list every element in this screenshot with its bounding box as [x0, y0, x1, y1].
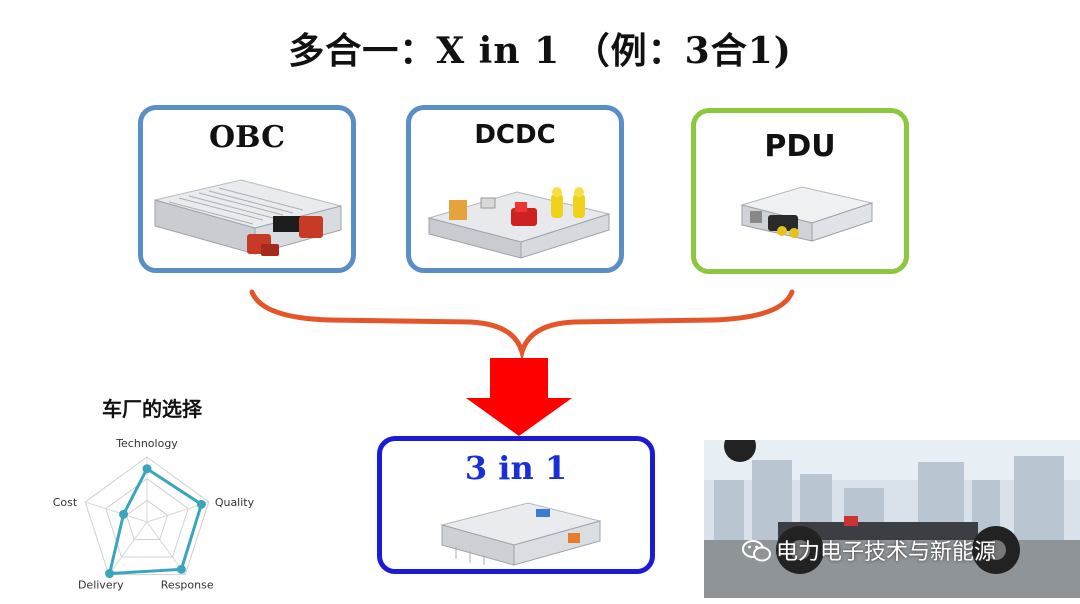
radar-grid-ring: [84, 456, 210, 576]
pdu-module-box: PDU: [691, 108, 909, 274]
watermark-text: 电力电子技术与新能源: [776, 540, 997, 565]
radar-point-technology: [142, 464, 152, 474]
three-in-one-device-image: [440, 502, 602, 566]
down-arrow-icon: [466, 358, 572, 436]
dcdc-label: DCDC: [474, 120, 556, 150]
pdu-device-image: [740, 186, 874, 242]
radar-axis-line: [108, 521, 148, 575]
dcdc-device-image: [427, 187, 611, 259]
radar-axis-label-cost: Cost: [53, 496, 78, 509]
obc-module-box: OBC: [138, 105, 356, 273]
radar-grid-ring: [125, 499, 169, 541]
radar-point-response: [176, 564, 186, 574]
radar-chart-title: 车厂的选择: [102, 397, 202, 421]
page-title: 多合一：X in 1 （例：3合1): [288, 30, 792, 72]
curly-brace: [249, 289, 795, 362]
radar-grid-ring: [105, 478, 189, 558]
radar-point-cost: [119, 509, 129, 519]
radar-point-delivery: [105, 569, 115, 579]
radar-axis-label-quality: Quality: [215, 496, 255, 509]
obc-device-image: [154, 179, 342, 256]
obc-label: OBC: [209, 120, 285, 155]
pdu-label: PDU: [764, 129, 836, 164]
radar-axis-label-technology: Technology: [115, 437, 178, 450]
wechat-icon: [742, 539, 772, 565]
radar-axis-label-delivery: Delivery: [78, 579, 124, 592]
watermark: 电力电子技术与新能源: [742, 534, 996, 566]
radar-axis-line: [85, 501, 148, 523]
vehicle-chassis-photo: 电力电子技术与新能源: [704, 440, 1080, 598]
three-in-one-label: 3 in 1: [464, 449, 568, 487]
radar-axis-label-response: Response: [161, 579, 214, 592]
three-in-one-box: 3 in 1: [377, 436, 655, 574]
dcdc-module-box: DCDC: [406, 105, 624, 273]
radar-series-line: [107, 466, 204, 576]
radar-point-quality: [196, 499, 206, 509]
